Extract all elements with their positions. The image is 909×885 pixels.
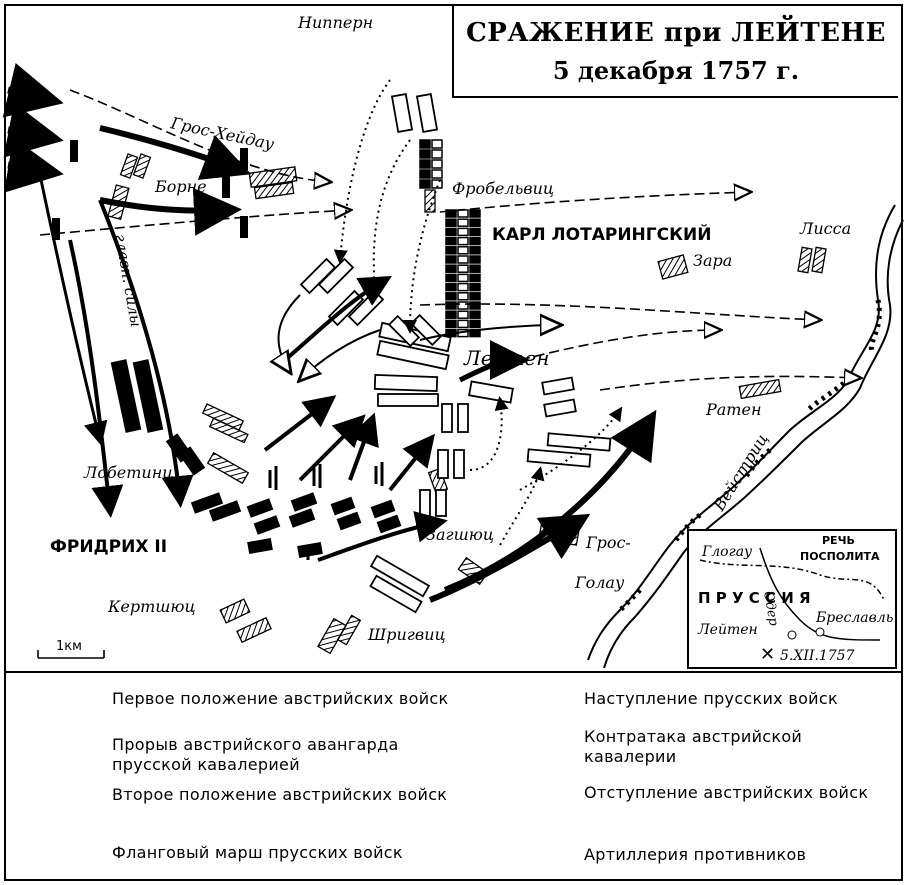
austrian-unit-icon [457,255,469,264]
austrian-unit-icon [469,273,481,283]
austrian-unit-icon [457,209,469,218]
austrian-unit-icon [469,301,481,310]
legend-item-second-position: Второе положение австрийских войск [112,785,448,804]
legend-item-flank-march: Фланговый марш прусских войск [112,843,403,862]
map-date: 5 декабря 1757 г. [552,56,800,85]
austrian-first-position [419,139,481,338]
inset-prussia: П Р У С С И Я [698,589,811,607]
austrian-unit-icon [445,255,457,264]
austrian-unit-icon [457,236,469,246]
austrian-unit-icon [431,169,443,179]
scale-label: 1км [56,639,82,654]
map-title: СРАЖЕНИЕ при ЛЕЙТЕНЕ [466,18,886,48]
label-gros-heidau: Грос-Хейдау [168,113,276,154]
inset-rzecz: РЕЧЬ [822,534,855,547]
austrian-unit-icon [457,264,469,273]
artillery [268,462,384,560]
austrian-unit-icon [419,149,431,159]
austrian-unit-icon [469,236,481,246]
austrian-retreat-arrows [39,89,860,391]
austrian-unit-icon [469,255,481,264]
austrian-unit-icon [445,209,457,218]
austrian-unit-icon [419,139,431,149]
label-leiten: Лейтен [463,346,549,370]
austrian-unit-icon [445,292,457,301]
label-friedrich: ФРИДРИХ II [50,537,167,557]
austrian-unit-icon [431,179,443,189]
austrian-unit-icon [457,319,469,329]
legend-item-retreat: Отступление австрийских войск [584,783,869,802]
austrian-unit-icon [431,139,443,149]
prussian-advance-arrows [2,63,657,603]
battle-cross-icon: ✕ [760,644,775,665]
austrian-unit-icon [469,264,481,273]
label-kertshutz: Кертшюц [107,597,196,616]
austrian-unit-icon [457,292,469,301]
inset-oder: Одер [760,590,781,628]
inset-glogau: Глогау [701,544,753,560]
title-box: СРАЖЕНИЕ при ЛЕЙТЕНЕ 5 декабря 1757 г. [452,6,898,98]
austrian-unit-icon [469,227,481,237]
label-lobetinz: Лобетинц [83,463,173,482]
label-zagshutz: Загшюц [426,525,494,544]
legend-item-counterattack: Контратака австрийской кавалерии [584,727,803,766]
legend: Первое положение австрийских войск Проры… [6,671,901,879]
austrian-unit-icon [431,149,443,159]
austrian-unit-icon [419,159,431,169]
label-nipern: Нипперн [297,13,373,32]
austrian-counterattack-arrows [279,294,560,380]
austrian-unit-icon [419,169,431,179]
map-frame [4,4,903,881]
austrian-unit-icon [445,310,457,319]
label-gros-golau-1: Грос- [585,533,631,552]
austrian-dotted-moves [333,79,623,546]
austrian-unit-icon [431,159,443,169]
austrian-unit-icon [445,246,457,255]
austrian-unit-icon [469,310,481,319]
austrian-unit-icon [469,319,481,329]
austrian-unit-icon [469,246,481,255]
austrian-unit-icon [445,301,457,310]
inset-pospolita: ПОСПОЛИТА [800,550,880,563]
prussian-units [52,140,402,558]
austrian-unit-icon [457,301,469,310]
austrian-unit-icon [457,310,469,319]
inset-leiten: Лейтен [697,622,758,638]
austrian-unit-icon [445,218,457,227]
austrian-unit-icon [445,264,457,273]
austrian-unit-icon [445,236,457,246]
label-shrigvits: Шригвиц [367,625,446,644]
label-borne: Борне [154,177,207,196]
label-raten: Ратен [705,400,761,419]
austrian-unit-icon [419,179,431,189]
austrian-unit-icon [469,218,481,227]
austrian-unit-icon [457,246,469,255]
austrian-unit-icon [457,218,469,227]
austrian-unit-icon [469,209,481,218]
austrian-unit-icon [457,273,469,283]
label-frobelwitz: Фробельвиц [452,179,554,198]
inset-map: ✕ [687,529,897,669]
label-zara: Зара [693,251,732,270]
legend-item-first-position: Первое положение австрийских войск [112,689,449,708]
austrian-unit-icon [445,273,457,283]
austrian-unit-icon [469,292,481,301]
austrian-unit-icon [469,282,481,292]
label-main-forces: главн. силы [111,233,145,329]
austrian-unit-icon [445,319,457,329]
inset-date: 5.XII.1757 [780,648,855,664]
austrian-unit-icon [445,282,457,292]
legend-item-artillery: Артиллерия противников [584,845,807,864]
river-weistritz [587,204,904,669]
label-lissa: Лисса [799,219,851,238]
scale-bar [37,650,105,659]
austrian-unit-icon [445,227,457,237]
austrian-unit-icon [457,282,469,292]
legend-item-breakthrough: Прорыв австрийского авангарда прусской к… [112,735,399,774]
legend-item-advance: Наступление прусских войск [584,689,838,708]
inset-breslau: Бреславль [815,610,893,626]
label-gros-golau-2: Голау [574,573,625,592]
austrian-unit-icon [457,227,469,237]
label-karl-lorraine: КАРЛ ЛОТАРИНГСКИЙ [492,223,711,245]
